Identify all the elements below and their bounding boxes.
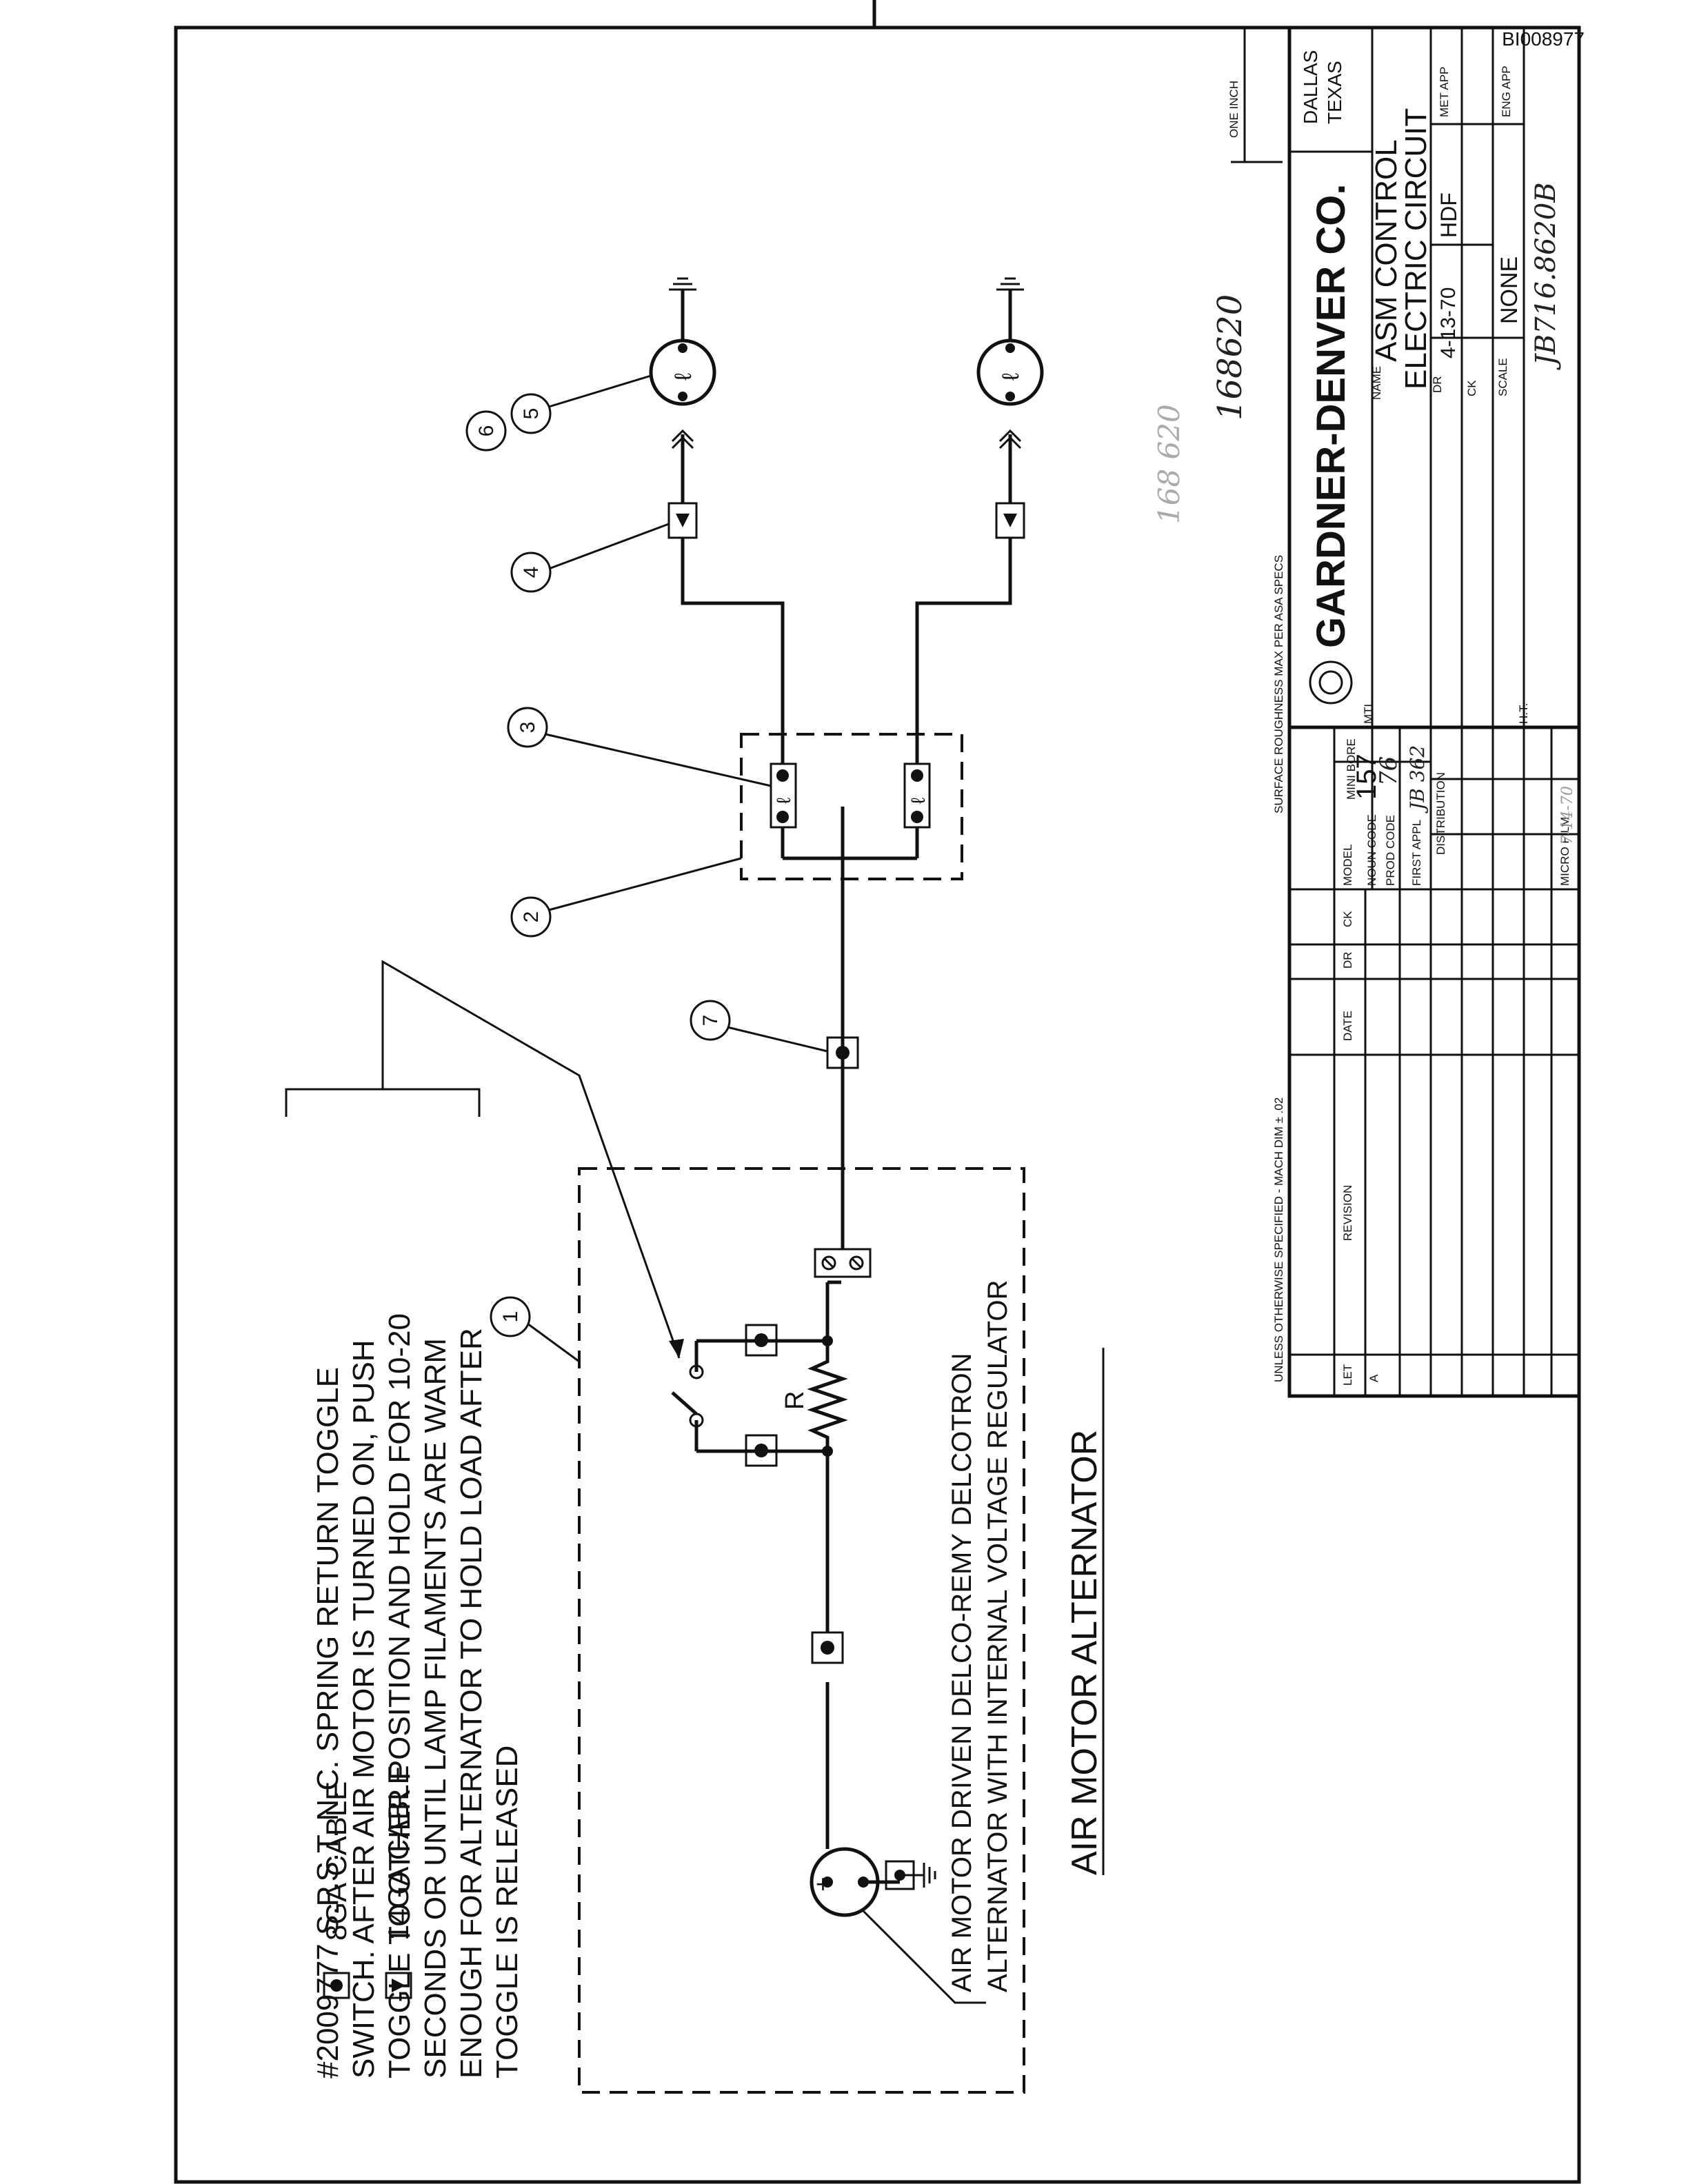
document-id: BI008977 bbox=[1502, 28, 1585, 50]
svg-text:2: 2 bbox=[520, 911, 543, 923]
alternator-note-line-2: ALTERNATOR WITH INTERNAL VOLTAGE REGULAT… bbox=[983, 1280, 1013, 1992]
note-bracket bbox=[285, 1088, 481, 1117]
diagram-title: AIR MOTOR ALTERNATOR bbox=[1065, 1430, 1105, 1875]
lamp-lower-ground-icon bbox=[996, 277, 1024, 291]
note-line-3: TOGGLE TO OTHER POSITION AND HOLD FOR 10… bbox=[383, 1313, 416, 2079]
toggle-terminal-b bbox=[745, 1324, 778, 1357]
noun-code-value: 157 bbox=[1352, 754, 1382, 800]
callout-1: 1 bbox=[490, 1296, 580, 1363]
model-label: MODEL bbox=[1341, 845, 1354, 886]
svg-text:6: 6 bbox=[475, 425, 498, 437]
mtl-label: MTL bbox=[1362, 700, 1375, 724]
callout-6: 6 bbox=[465, 410, 507, 452]
alternator-note: AIR MOTOR DRIVEN DELCO-REMY DELCOTRON AL… bbox=[947, 1280, 1013, 1992]
relay-enclosure bbox=[740, 733, 963, 880]
svg-text:ℓ: ℓ bbox=[670, 373, 696, 381]
tolerance-note: UNLESS OTHERWISE SPECIFIED - MACH DIM ± … bbox=[1272, 1098, 1285, 1382]
company-city: DALLAS bbox=[1300, 50, 1321, 124]
first-appl-label: FIRST APPL bbox=[1410, 820, 1423, 886]
prod-code-value: 76 bbox=[1375, 756, 1403, 786]
legend-8ga-label: 8GA CABLE bbox=[320, 1781, 352, 1941]
prod-code-label: PROD CODE bbox=[1384, 815, 1397, 886]
micro-film-label: MICRO FILM bbox=[1558, 817, 1571, 886]
rev-header-revision: REVISION bbox=[1341, 1185, 1354, 1241]
resistor-label: R bbox=[781, 1391, 810, 1410]
resistor-symbol bbox=[807, 1341, 848, 1451]
scale-value: NONE bbox=[1496, 256, 1523, 324]
surface-roughness-note: SURFACE ROUGHNESS MAX PER ASA SPECS bbox=[1272, 555, 1285, 813]
dr-date: 4-13-70 bbox=[1437, 287, 1460, 358]
note-line-5: ENOUGH FOR ALTERNATOR TO HOLD LOAD AFTER bbox=[454, 1328, 488, 2079]
company-name: GARDNER-DENVER CO. bbox=[1309, 184, 1354, 649]
name-label: NAME bbox=[1370, 366, 1383, 400]
handwritten-stamp-faint: 168 620 bbox=[1152, 404, 1186, 524]
callout-2: 2 bbox=[510, 857, 742, 938]
drawing-name-line2: ELECTRIC CIRCUIT bbox=[1399, 108, 1433, 390]
ht-label: H.T. bbox=[1517, 703, 1530, 724]
alternator-ground-icon bbox=[900, 1863, 936, 1888]
lamp-upper-ground-icon bbox=[669, 277, 696, 291]
one-inch-label: ONE INCH bbox=[1227, 81, 1240, 138]
legend: 8GA CABLE 14GA CABLE bbox=[320, 1766, 414, 1999]
company-seal-icon bbox=[1309, 660, 1353, 705]
toggle-terminal-a bbox=[745, 1434, 778, 1467]
svg-text:ℓ: ℓ bbox=[998, 373, 1024, 381]
callout-5: 5 bbox=[510, 374, 652, 434]
dr-initials: HDF bbox=[1436, 192, 1461, 238]
rev-header-let: LET bbox=[1341, 1364, 1354, 1386]
connector-lower bbox=[998, 436, 1022, 449]
svg-text:ℓ: ℓ bbox=[907, 798, 929, 804]
legend-14ga-symbol bbox=[385, 1972, 412, 1999]
note-line-2: SWITCH. AFTER AIR MOTOR IS TURNED ON, PU… bbox=[347, 1339, 381, 2079]
svg-text:7: 7 bbox=[699, 1015, 722, 1027]
note-line-4: SECONDS OR UNTIL LAMP FILAMENTS ARE WARM bbox=[419, 1338, 452, 2079]
drawing-name-line1: ASM CONTROL bbox=[1369, 139, 1403, 362]
note-line-6: TOGGLE IS RELEASED bbox=[490, 1746, 524, 2079]
alternator-note-leader bbox=[861, 1908, 986, 2004]
legend-8ga-dot bbox=[330, 1979, 343, 1992]
svg-text:ℓ: ℓ bbox=[773, 798, 794, 804]
toggle-switch-contact-2 bbox=[689, 1364, 704, 1379]
legend-14ga-label: 14GA CABLE bbox=[382, 1766, 414, 1941]
dr-label: DR bbox=[1431, 376, 1444, 393]
callout-3: 3 bbox=[507, 707, 772, 787]
micro-film-date: 7-14-70 bbox=[1559, 786, 1576, 845]
svg-text:4: 4 bbox=[520, 567, 543, 578]
distribution-label: DISTRIBUTION bbox=[1434, 772, 1447, 855]
rev-header-ck: CK bbox=[1341, 911, 1354, 927]
rev-header-date: DATE bbox=[1341, 1011, 1354, 1041]
toggle-note: #2009777 S.P.S.T. N.C. SPRING RETURN TOG… bbox=[311, 1313, 524, 2079]
toggle-switch-blade bbox=[671, 1391, 698, 1415]
company-state: TEXAS bbox=[1324, 61, 1345, 124]
handwritten-drawing-number: 168620 bbox=[1211, 294, 1249, 421]
svg-text:1: 1 bbox=[499, 1311, 522, 1323]
svg-text:5: 5 bbox=[520, 408, 543, 420]
alternator-terminal-pos bbox=[822, 1877, 833, 1888]
first-appl-value: JB 362 bbox=[1406, 745, 1429, 813]
model-value: MINI BORE bbox=[1345, 738, 1358, 800]
callout-7: 7 bbox=[690, 1000, 828, 1053]
note-leader bbox=[381, 960, 681, 1359]
legend-14ga-triangle bbox=[392, 1979, 405, 1992]
bottom-code: JB716.8620B bbox=[1530, 182, 1562, 370]
noun-code-label: NOUN CODE bbox=[1365, 814, 1378, 886]
ck-label: CK bbox=[1465, 380, 1478, 396]
svg-text:3: 3 bbox=[516, 722, 539, 734]
eng-app-label: ENG APP bbox=[1500, 65, 1513, 117]
callout-4: 4 bbox=[510, 523, 670, 593]
rev-header-dr: DR bbox=[1341, 951, 1354, 969]
scale-label: SCALE bbox=[1496, 358, 1509, 396]
connector-upper bbox=[671, 436, 694, 449]
alternator-enclosure bbox=[578, 1167, 1025, 2094]
met-app-label: MET APP bbox=[1438, 67, 1451, 117]
legend-8ga-symbol bbox=[323, 1972, 350, 1999]
rev-row-a-let: A bbox=[1367, 1374, 1380, 1382]
note-leader-arrow bbox=[669, 1339, 684, 1358]
title-block: ONE INCH SURFACE ROUGHNESS MAX PER ASA S… bbox=[1227, 26, 1581, 1398]
note-line-1: #2009777 S.P.S.T. N.C. SPRING RETURN TOG… bbox=[311, 1367, 345, 2079]
alternator-note-line-1: AIR MOTOR DRIVEN DELCO-REMY DELCOTRON bbox=[947, 1353, 977, 1992]
junction-block-7 bbox=[826, 1036, 859, 1069]
